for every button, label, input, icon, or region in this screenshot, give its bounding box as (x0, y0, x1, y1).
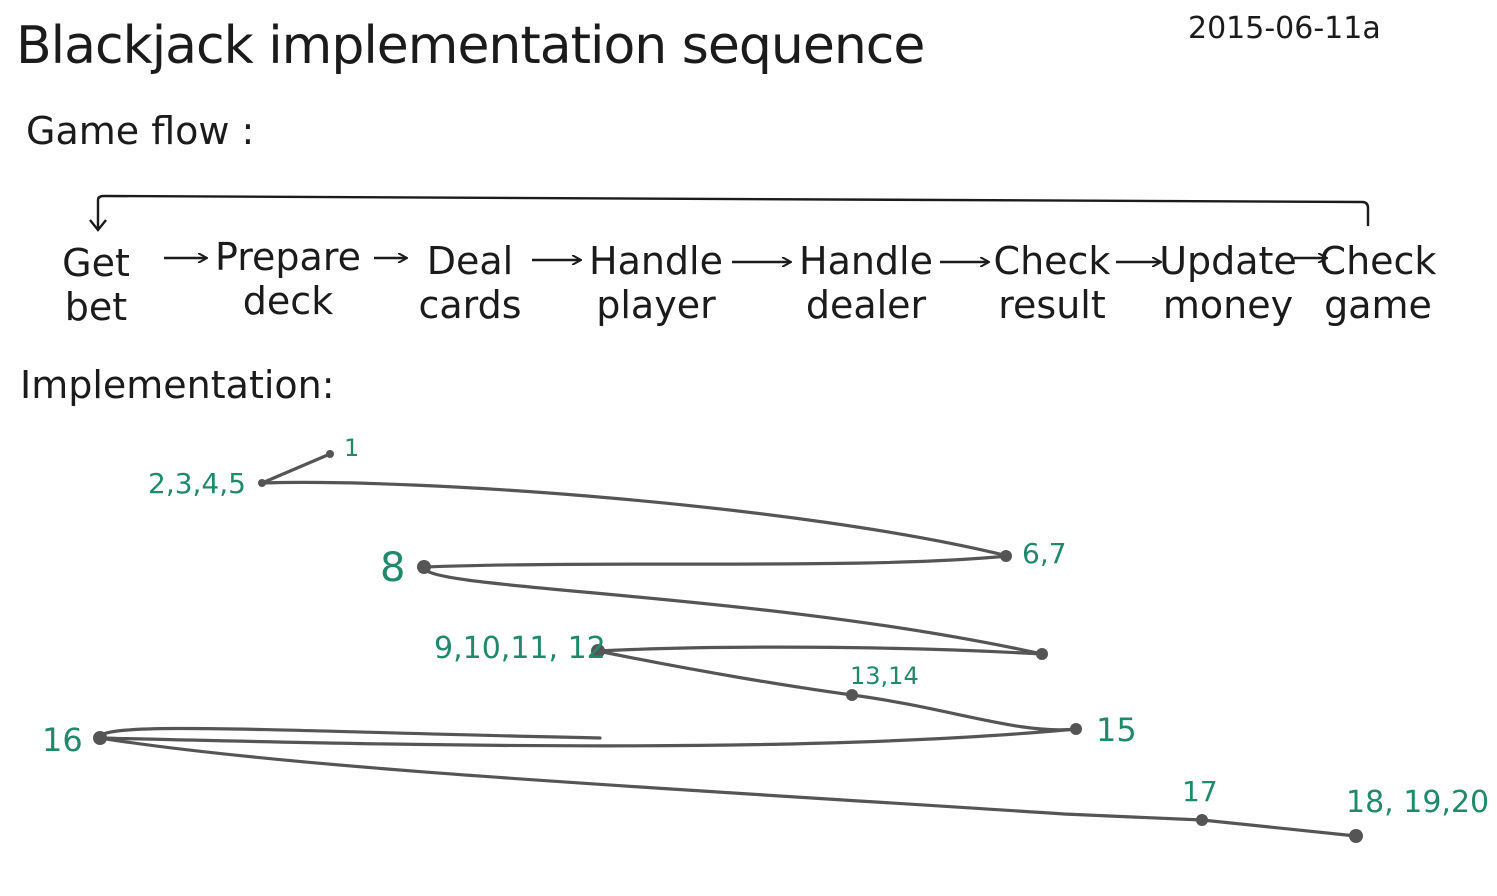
impl-path-6-to-8 (422, 554, 1010, 569)
impl-label-9-10-11-12: 9,10,11, 12 (434, 631, 606, 666)
page-title: Blackjack implementation sequence (16, 16, 925, 76)
game-flow-heading: Game flow : (26, 109, 255, 153)
flow-step-get-bet: Get bet (62, 241, 130, 329)
impl-node-16 (93, 731, 107, 745)
flow-step-line1: Check (993, 239, 1111, 283)
impl-node-15 (1070, 723, 1082, 735)
flow-step-line1: Deal (426, 239, 514, 283)
flow-step-line1: Handle (798, 239, 934, 283)
flow-step-line2: bet (64, 284, 128, 329)
impl-path-17-to-18 (1200, 818, 1358, 838)
impl-path-2-to-6 (260, 480, 1010, 558)
impl-label-2-3-4-5: 2,3,4,5 (148, 467, 246, 500)
loop-back-arrowhead (89, 219, 107, 232)
flow-step-line1: Prepare (215, 235, 361, 279)
flow-step-handle-player: Handle player (588, 239, 724, 327)
impl-path-1-to-2 (260, 452, 332, 485)
impl-label-1: 1 (344, 434, 360, 462)
flow-step-line2: dealer (805, 282, 927, 327)
flow-step-handle-dealer: Handle dealer (798, 239, 934, 327)
impl-label-18-19-20: 18, 19,20 (1346, 785, 1490, 820)
flow-step-line2: deck (242, 278, 334, 323)
impl-path-9-to-13 (596, 649, 854, 697)
implementation-heading: Implementation: (20, 363, 335, 407)
flow-step-update-money: Update money (1159, 239, 1297, 327)
impl-path-mid-to-9 (596, 645, 1044, 656)
flow-step-check-game: Check game (1319, 239, 1437, 327)
flow-step-line2: game (1324, 282, 1432, 327)
impl-node-17 (1196, 814, 1208, 826)
flow-step-line1: Update (1159, 239, 1297, 283)
impl-path-8-to-mid (422, 565, 1044, 656)
flow-step-line2: cards (418, 282, 522, 327)
impl-label-17: 17 (1182, 775, 1218, 808)
impl-node-2-3-4-5 (258, 479, 266, 487)
flow-step-line1: Check (1319, 239, 1437, 283)
flow-step-prepare-deck: Prepare deck (215, 235, 361, 323)
impl-label-8: 8 (380, 545, 406, 591)
impl-path-13-to-15 (850, 693, 1078, 732)
impl-node-18-19-20 (1349, 829, 1363, 843)
impl-node-8 (417, 560, 431, 574)
impl-label-16: 16 (42, 721, 83, 759)
impl-node-6-7 (1000, 550, 1012, 562)
impl-label-6-7: 6,7 (1022, 537, 1067, 570)
impl-path-16-to-17 (98, 736, 1204, 822)
impl-node-1 (326, 450, 334, 458)
date-label: 2015-06-11a (1188, 11, 1381, 46)
impl-path-15-to-16 (98, 726, 1078, 748)
impl-node-right-turn (1036, 648, 1048, 660)
flow-step-line2: player (596, 282, 716, 327)
flow-step-line1: Get (62, 241, 130, 285)
flow-step-line2: money (1162, 282, 1294, 327)
flow-step-deal-cards: Deal cards (418, 239, 522, 327)
flow-step-line1: Handle (588, 239, 724, 283)
impl-label-15: 15 (1096, 711, 1137, 749)
flow-step-check-result: Check result (993, 239, 1111, 327)
loop-back-bracket (96, 194, 1370, 228)
impl-node-13-14 (846, 689, 858, 701)
impl-node-9-10-11-12 (591, 644, 605, 658)
flow-step-line2: result (998, 282, 1106, 327)
impl-label-13-14: 13,14 (850, 662, 919, 690)
